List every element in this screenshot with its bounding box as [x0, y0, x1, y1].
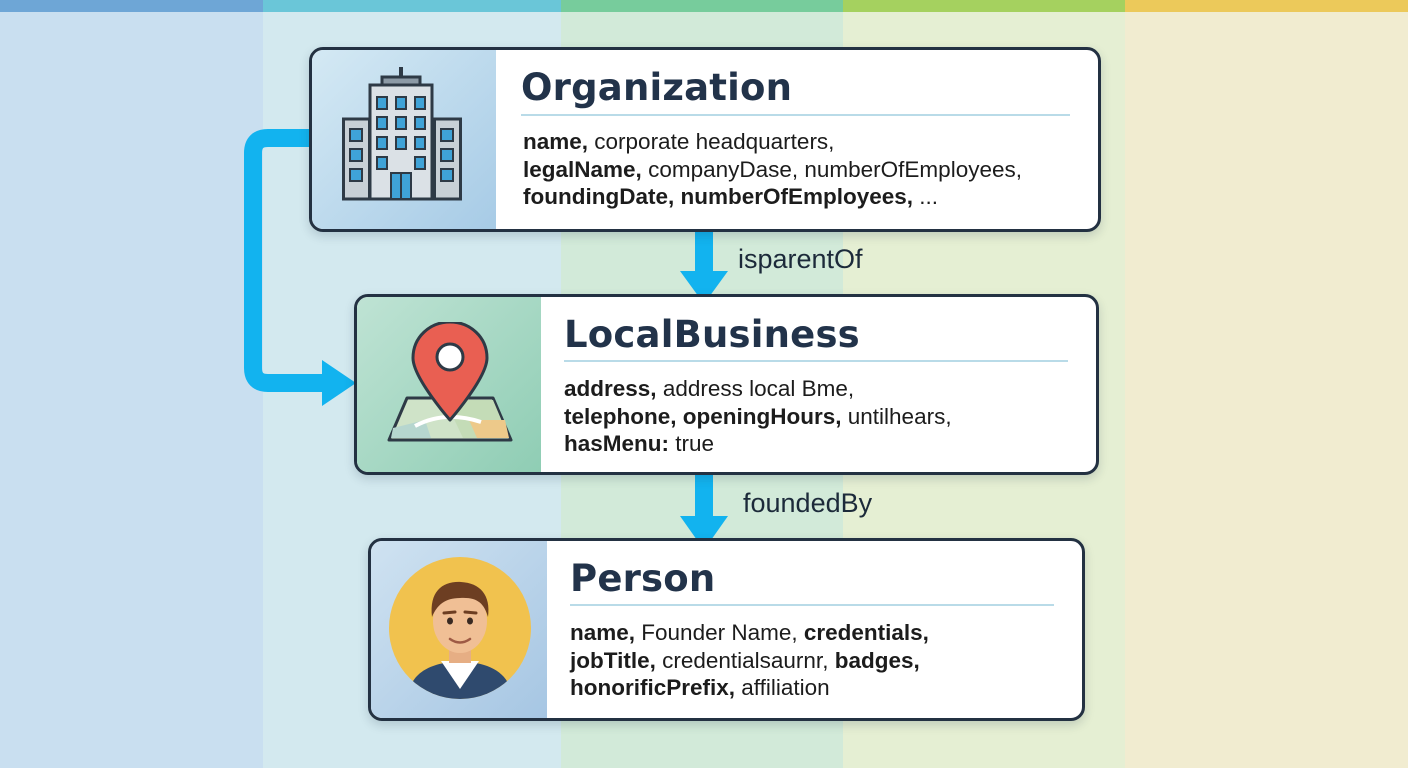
localbusiness-card[interactable]: LocalBusiness address, address local Bme… [354, 294, 1099, 475]
localbusiness-icon-panel [357, 297, 541, 472]
organization-title: Organization [521, 66, 793, 109]
organization-to-localbusiness-connector [244, 129, 324, 392]
top-stripe-3 [561, 0, 843, 12]
property-line: legalName, companyDase, numberOfEmployee… [523, 156, 1022, 184]
property-line: foundingDate, numberOfEmployees, ... [523, 183, 1022, 211]
property-key: foundingDate, numberOfEmployees, [523, 184, 914, 209]
property-line: address, address local Bme, [564, 375, 952, 403]
person-card[interactable]: Person name, Founder Name, credentials,j… [368, 538, 1085, 721]
background-band-1 [0, 0, 263, 768]
property-key: honorificPrefix, [570, 675, 736, 700]
property-key: address, [564, 376, 657, 401]
property-value: address local Bme, [656, 376, 855, 401]
property-line: name, corporate headquarters, [523, 128, 1022, 156]
person-properties: name, Founder Name, credentials,jobTitle… [570, 619, 929, 702]
property-line: telephone, openingHours, untilhears, [564, 403, 952, 431]
map-pin-icon [387, 322, 513, 442]
property-value: untilhears, [841, 403, 952, 429]
property-key: telephone, openingHours, [564, 403, 842, 429]
property-value: credentialsaurnr, [655, 647, 835, 673]
property-value: true [669, 431, 715, 456]
property-value: corporate headquarters, [588, 129, 835, 154]
edge-label-is-parent-of: isparentOf [738, 244, 863, 274]
organization-properties: name, corporate headquarters,legalName, … [523, 128, 1022, 211]
organization-card[interactable]: Organization name, corporate headquarter… [309, 47, 1101, 232]
property-line: jobTitle, credentialsaurnr, badges, [570, 647, 929, 675]
property-key: name, [523, 129, 589, 154]
property-line: name, Founder Name, credentials, [570, 619, 929, 647]
localbusiness-properties: address, address local Bme,telephone, op… [564, 375, 952, 458]
property-key: credentials, [803, 620, 929, 645]
property-key: hasMenu: [564, 431, 670, 456]
is-parent-of-arrowhead [680, 271, 728, 304]
person-icon-panel [371, 541, 547, 718]
person-divider [570, 604, 1054, 606]
property-value: companyDase, numberOfEmployees, [641, 156, 1022, 182]
localbusiness-arrowhead-left [322, 360, 356, 406]
top-stripe-4 [843, 0, 1125, 12]
top-stripe-5 [1125, 0, 1408, 12]
top-stripe-2 [263, 0, 561, 12]
property-key: legalName, [523, 156, 642, 182]
edge-label-founded-by: foundedBy [743, 488, 873, 518]
localbusiness-title: LocalBusiness [564, 313, 860, 356]
background-band-5 [1125, 0, 1408, 768]
property-line: honorificPrefix, affiliation [570, 674, 929, 702]
property-key: badges, [834, 647, 920, 673]
founded-by-arrowhead [680, 516, 728, 550]
person-title: Person [570, 557, 716, 600]
property-key: name, [570, 620, 636, 645]
top-stripe-1 [0, 0, 263, 12]
property-value: affiliation [735, 675, 830, 700]
property-key: jobTitle, [570, 647, 656, 673]
property-line: hasMenu: true [564, 430, 952, 458]
organization-icon-panel [312, 50, 496, 229]
founded-by-arrow-shaft [695, 472, 713, 518]
office-building-icon [342, 67, 462, 201]
organization-divider [521, 114, 1070, 116]
property-value: Founder Name, [635, 620, 804, 645]
property-value: ... [913, 184, 939, 209]
person-avatar-icon [389, 557, 531, 699]
localbusiness-divider [564, 360, 1068, 362]
is-parent-of-arrow-shaft [695, 229, 713, 273]
